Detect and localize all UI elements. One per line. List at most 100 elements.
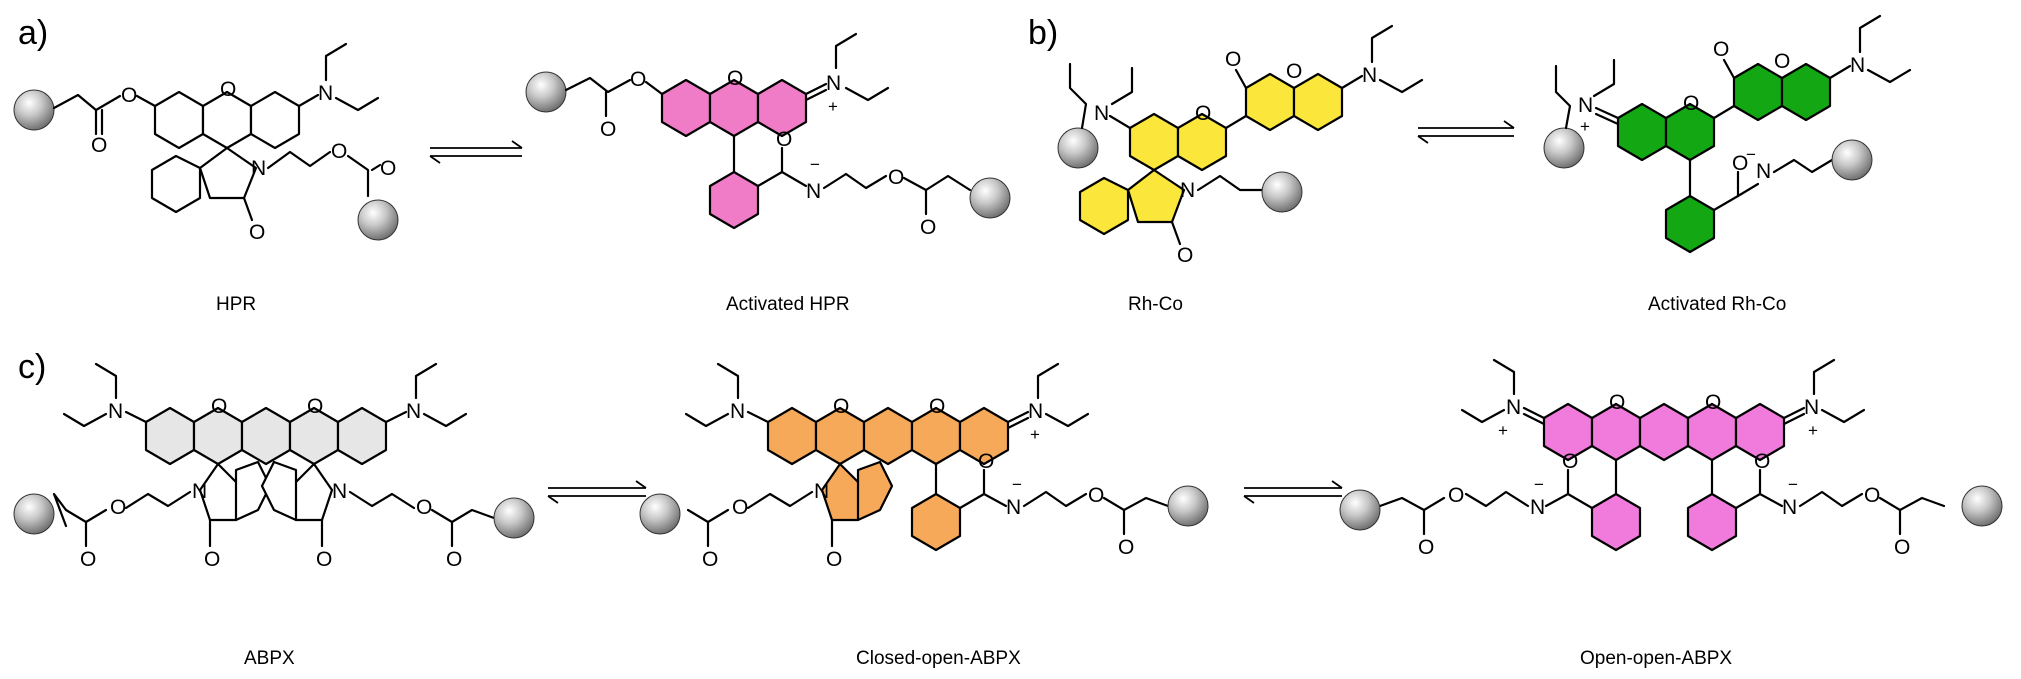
carbonyl-bond [1722,58,1736,80]
ethyl-bond [1592,58,1616,98]
atom-o: O [833,395,849,418]
atom-n: N [406,400,421,423]
pentacyclic-ring-5 [336,406,388,466]
plus-charge: + [1498,421,1508,440]
pentacyclic-ring-3 [862,406,914,466]
iminium-bond [1594,106,1620,120]
atom-o: O [1418,536,1434,559]
side-chain-bond [124,490,192,510]
atom-o: O [888,166,904,189]
atom-o: O [416,496,432,519]
iminium-bond [1006,416,1030,430]
caption-rhco: Rh-Co [1128,294,1183,315]
pentacyclic-ring-3 [1638,402,1690,462]
amide-bond [1712,170,1740,212]
closed-open-abpx-structure: N O O N + N O O O O N − [639,362,1209,571]
atom-n: N [318,82,333,105]
caption-closed-open-abpx: Closed-open-ABPX [856,648,1021,669]
atom-o: O [1286,60,1302,83]
amine-bond [297,93,320,108]
carbonyl-bond [242,196,254,222]
polymer-bead [1339,489,1381,531]
atom-o: O [1864,484,1880,507]
activated-rhco-structure: N + O O O N O N − [1543,14,1912,254]
atom-n: N [332,480,347,503]
minus-charge: − [1012,475,1022,494]
ethyl-bond [1812,358,1836,396]
ethyl-bond [94,362,118,400]
minus-charge: − [1746,145,1756,164]
carbonyl-bond [1234,68,1248,90]
biaryl-bond [1224,114,1248,130]
equilibrium-arrow [1243,480,1343,504]
atom-n: N [251,157,266,180]
caption-activated-hpr: Activated HPR [726,294,850,315]
benzo-ring [1078,176,1130,236]
atom-n: N [192,480,207,503]
iminium-bond [1522,412,1546,426]
atom-o: O [110,496,126,519]
pentacyclic-ring-1 [766,406,818,466]
amide-bond [1758,492,1784,508]
biaryl-bond [1712,104,1736,120]
ester-bond [346,154,370,198]
atom-o: O [1448,484,1464,507]
atom-o: O [702,548,718,571]
ethyl-bond [716,362,740,400]
atom-o: O [249,221,265,244]
atom-o: O [1609,391,1625,414]
ethyl-bond [1866,68,1912,84]
side-chain-bond [1022,490,1088,508]
atom-o: O [121,84,137,107]
pendant-phenyl-ring [708,170,760,230]
atom-n: N [1006,496,1021,519]
ethyl-bond [1036,362,1060,400]
atom-o: O [331,140,347,163]
atom-o: O [1088,484,1104,507]
benzo-ring [150,154,202,214]
iminium-bond [804,82,828,96]
atom-o: O [307,395,323,418]
side-chain-bond [266,150,332,170]
side-chain-bond [822,172,888,190]
amide-bond [756,146,784,188]
ethyl-bond [1370,24,1394,64]
atom-o: O [776,128,792,151]
benzo-ring [856,460,894,522]
amine-bond [1340,74,1364,90]
pentacyclic-ring-3 [240,406,292,466]
side-chain-bond [1464,490,1530,508]
pendant-phenyl-ring [910,492,962,552]
atom-o: O [732,496,748,519]
linker-bond [1068,62,1088,130]
atom-o: O [1225,48,1241,71]
plus-charge: + [1030,425,1040,444]
ethyl-bond [422,412,468,428]
xanthene-ring-right [249,90,301,150]
chromene-benzo-ring [1128,112,1180,172]
atom-o: O [1177,244,1193,267]
carbonyl-bond [370,163,382,172]
ethyl-bond [334,96,380,112]
plus-charge: + [1580,117,1590,136]
ethyl-bond [62,412,108,428]
ethyl-bond [1110,66,1134,106]
minus-charge: − [1534,475,1544,494]
ethyl-bond [1044,412,1090,428]
atom-n-plus: N [1578,94,1593,117]
atom-o: O [91,134,107,157]
caption-hpr: HPR [216,294,256,315]
abpx-structure: N O O N N O O O N O O [13,362,535,571]
atom-o: O [1705,391,1721,414]
atom-o: O [1195,102,1211,125]
polymer-bead [1961,485,2003,527]
polymer-bead [13,89,55,131]
ethyl-bond [1820,408,1866,424]
polymer-bead [493,497,535,539]
ethyl-bond [844,86,890,102]
xanthene-ring-left [660,78,712,138]
polymer-bead [1831,139,1873,181]
panel-a-label: a) [18,14,48,52]
ester-bond [1378,496,1446,512]
